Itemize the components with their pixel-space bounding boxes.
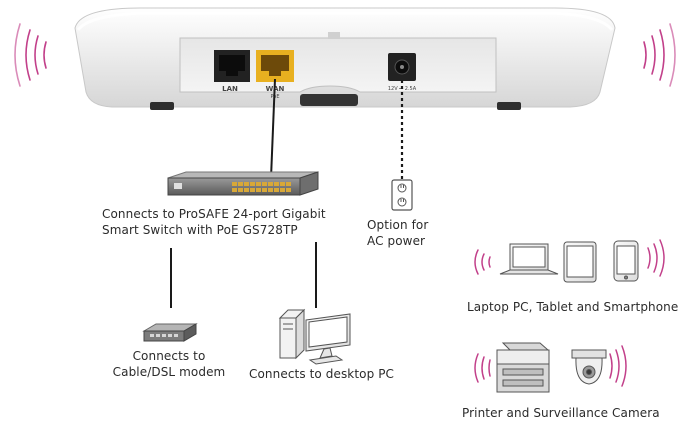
switch-label-line1: Connects to ProSAFE 24-port Gigabit [102, 207, 326, 221]
access-point-icon: LAN WAN PoE 12V ⎓ 2.5A [74, 7, 616, 110]
printer-camera-label: Printer and Surveillance Camera [462, 406, 660, 420]
printer-icon [496, 342, 550, 393]
lan-label: LAN [222, 85, 238, 93]
surveillance-camera-icon [571, 349, 607, 385]
modem-label: Connects to Cable/DSL modem [112, 348, 226, 380]
wall-outlet-icon [391, 179, 413, 211]
ac-power-label-line1: Option for [367, 218, 429, 232]
switch-label: Connects to ProSAFE 24-port Gigabit Smar… [102, 206, 326, 238]
wireless-signal-icon [474, 239, 665, 277]
wireless-signal-icon [643, 23, 676, 87]
network-switch-icon [167, 171, 319, 196]
ac-power-label: Option for AC power [367, 217, 428, 249]
modem-icon [142, 323, 198, 342]
wireless-signal-icon [474, 345, 627, 387]
modem-label-line1: Connects to [132, 349, 206, 363]
modem-label-line2: Cable/DSL modem [112, 365, 226, 379]
wan-port [256, 50, 294, 82]
desktop-label: Connects to desktop PC [249, 367, 395, 381]
desktop-pc-icon [278, 308, 351, 365]
tablet-icon [563, 241, 597, 283]
laptop-icon [499, 243, 559, 275]
ac-power-label-line2: AC power [367, 234, 426, 248]
lan-port [214, 50, 250, 82]
smartphone-icon [613, 240, 639, 282]
switch-label-line2: Smart Switch with PoE GS728TP [102, 223, 298, 237]
mobile-devices-label: Laptop PC, Tablet and Smartphone [467, 300, 679, 314]
power-jack [388, 53, 416, 81]
ethernet-cable-icon [270, 78, 276, 179]
wireless-signal-icon [14, 23, 47, 87]
